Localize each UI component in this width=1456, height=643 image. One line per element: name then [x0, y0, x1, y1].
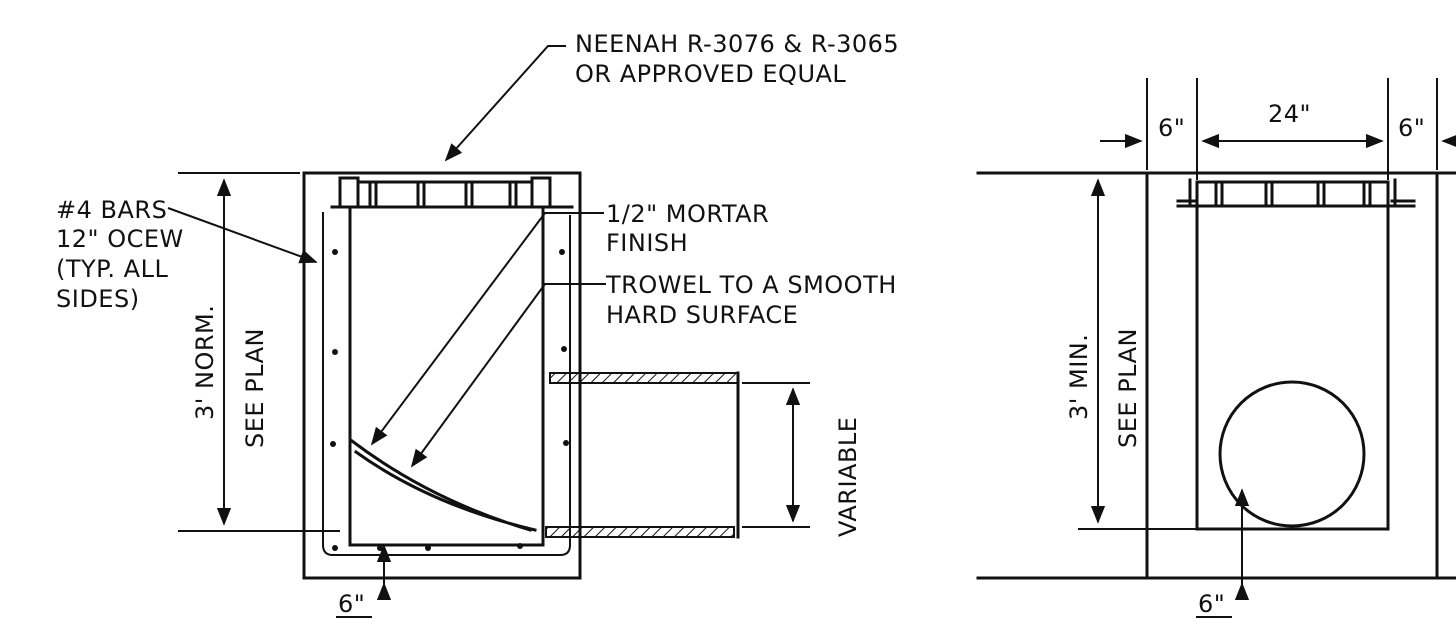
right-inner-wall	[1195, 180, 1390, 531]
trowel-note-leader	[410, 283, 606, 468]
pipe-top-wall	[549, 372, 739, 384]
left-inner-wall	[348, 205, 545, 547]
right-dim-center: 24"	[1268, 100, 1311, 128]
casting-note-2: OR APPROVED EQUAL	[575, 60, 846, 88]
left-height-label-2: SEE PLAN	[241, 328, 269, 448]
pipe-opening	[1218, 380, 1366, 528]
left-bottom-dim	[336, 544, 392, 618]
mortar-finish-curve	[349, 438, 537, 532]
right-outer-wall	[1145, 171, 1439, 580]
right-dim-right: 6"	[1398, 114, 1425, 142]
mortar-note-1: 1/2" MORTAR	[606, 200, 769, 228]
left-height-label-1: 3' NORM.	[191, 305, 219, 420]
rebar-note-4: SIDES)	[56, 285, 140, 313]
right-bottom-dim	[1196, 488, 1250, 618]
pipe-variable-label: VARIABLE	[834, 417, 862, 537]
rebar-note-1: #4 BARS	[56, 196, 167, 224]
right-dim-left: 6"	[1158, 114, 1185, 142]
right-bottom-label: 6"	[1198, 590, 1225, 618]
casting-note-1: NEENAH R-3076 & R-3065	[575, 30, 899, 58]
right-height-label-1: 3' MIN.	[1065, 334, 1093, 420]
left-height-dim	[178, 172, 340, 532]
rebar-note-3: (TYP. ALL	[56, 255, 168, 283]
right-height-dim	[1078, 178, 1197, 530]
left-grate-frame	[330, 176, 574, 209]
right-top-dims	[1100, 78, 1456, 180]
trowel-note-1: TROWEL TO A SMOOTH	[605, 271, 897, 299]
trowel-note-2: HARD SURFACE	[606, 301, 798, 329]
pipe-bottom-wall	[545, 526, 735, 538]
mortar-note-leader	[370, 212, 604, 446]
left-grate-bars	[356, 180, 534, 209]
right-elevation-view: 6" 24" 6" 3' MIN. SEE PLAN 6"	[976, 78, 1456, 618]
left-outer-wall	[302, 171, 582, 580]
right-grate	[1176, 178, 1416, 208]
left-bottom-label: 6"	[338, 590, 365, 618]
pipe-variable-dim	[742, 382, 810, 528]
left-rebar	[322, 212, 571, 556]
right-height-label-2: SEE PLAN	[1114, 328, 1142, 448]
left-rebar-dots	[330, 249, 569, 551]
left-section-view: 3' NORM. SEE PLAN VARIABLE 6" NEENAH R-3…	[56, 30, 899, 618]
rebar-note-2: 12" OCEW	[56, 225, 184, 253]
rebar-note-leader	[167, 207, 318, 264]
casting-note-leader	[444, 45, 566, 162]
mortar-note-2: FINISH	[606, 229, 688, 257]
